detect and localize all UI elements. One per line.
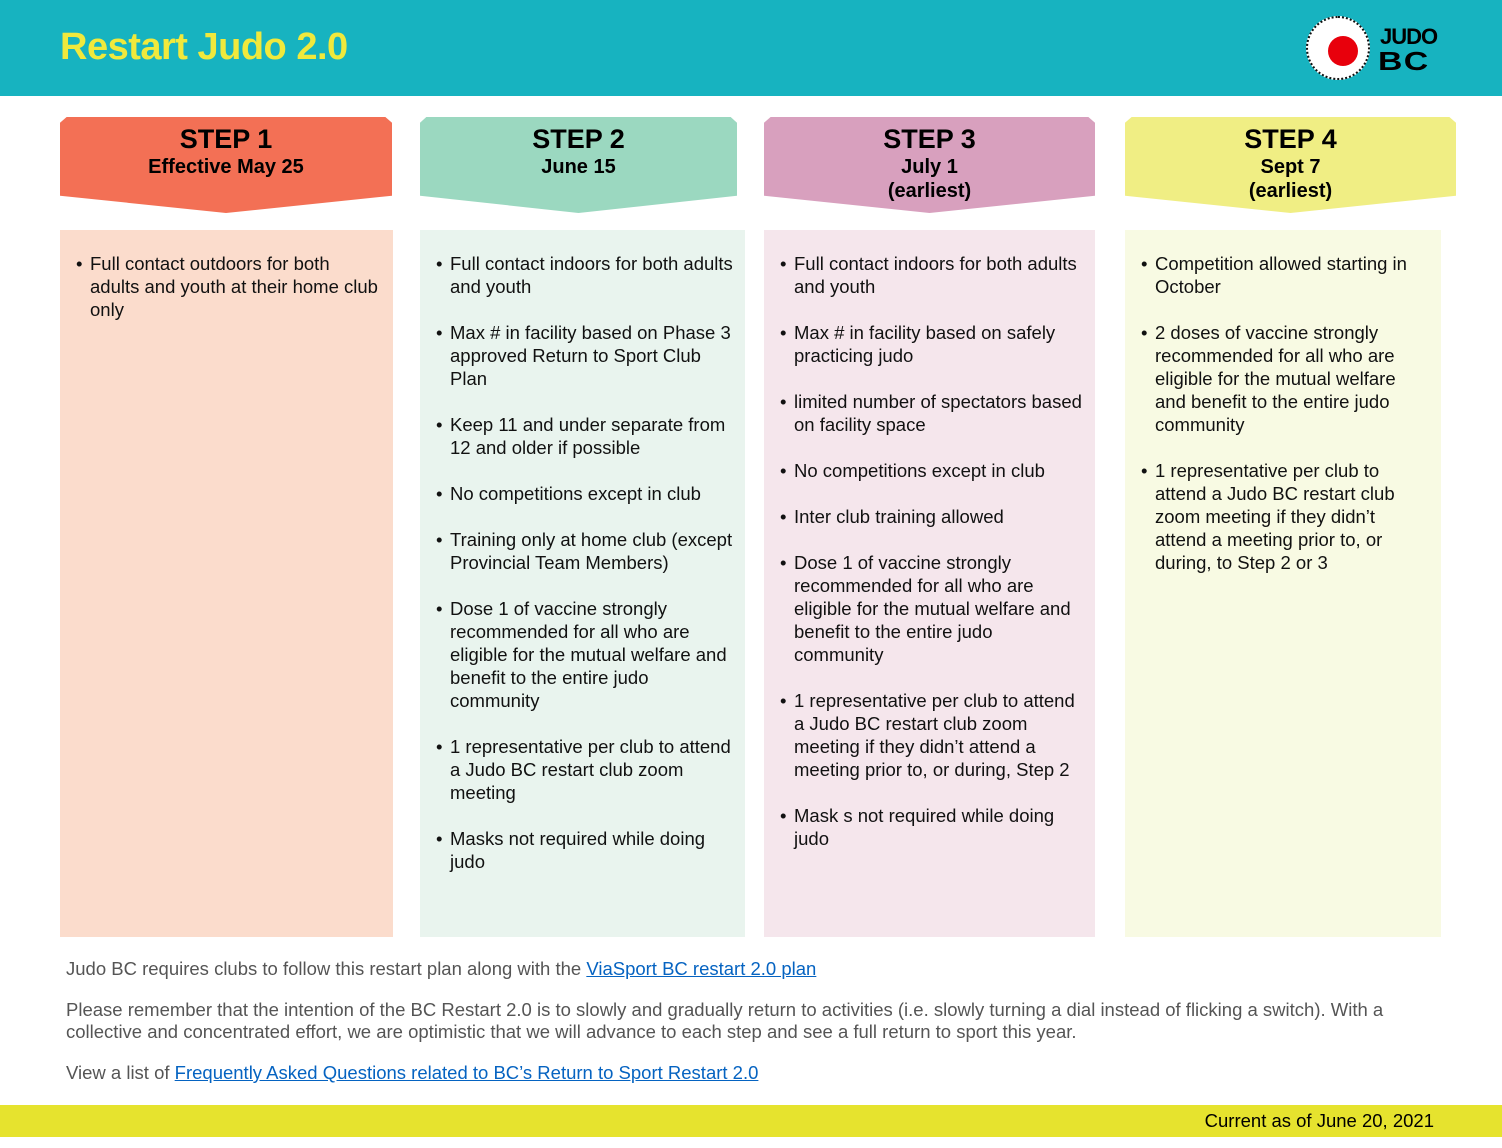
step-note: (earliest) (1248, 180, 1333, 202)
list-item: 2 doses of vaccine strongly recommended … (1141, 321, 1429, 436)
list-item: Max # in facility based on Phase 3 appro… (436, 321, 733, 390)
step-label: STEP 3 (883, 124, 976, 154)
step-date: July 1 (901, 156, 958, 178)
list-item: Training only at home club (except Provi… (436, 528, 733, 574)
step-date: June 15 (541, 156, 616, 178)
step-date: Effective May 25 (148, 156, 304, 178)
viasport-link[interactable]: ViaSport BC restart 2.0 plan (586, 958, 817, 979)
footer-line-3: View a list of Frequently Asked Question… (66, 1062, 759, 1083)
list-item: Full contact outdoors for both adults an… (76, 252, 381, 321)
faq-link[interactable]: Frequently Asked Questions related to BC… (174, 1062, 759, 1083)
step-label: STEP 2 (532, 124, 625, 154)
list-item: 1 representative per club to attend a Ju… (780, 689, 1083, 781)
footer-line-2: Please remember that the intention of th… (66, 999, 1384, 1042)
list-item: Max # in facility based on safely practi… (780, 321, 1083, 367)
step-label: STEP 4 (1244, 124, 1337, 154)
step-3-header: STEP 3 July 1(earliest) (764, 117, 1095, 213)
list-item: Full contact indoors for both adults and… (780, 252, 1083, 298)
step-date: Sept 7 (1260, 156, 1321, 178)
step-2-header: STEP 2 June 15 (420, 117, 737, 213)
step-4-header: STEP 4 Sept 7(earliest) (1125, 117, 1456, 213)
step-2-content: Full contact indoors for both adults and… (420, 230, 745, 937)
page-title: Restart Judo 2.0 (60, 26, 348, 68)
list-item: No competitions except in club (436, 482, 733, 505)
step-note: (earliest) (887, 180, 972, 202)
step-label: STEP 1 (179, 124, 273, 154)
list-item: Keep 11 and under separate from 12 and o… (436, 413, 733, 459)
bottom-bar: Current as of June 20, 2021 (0, 1105, 1502, 1137)
list-item: No competitions except in club (780, 459, 1083, 482)
logo-disc-icon (1306, 16, 1370, 80)
step-1-content: Full contact outdoors for both adults an… (60, 230, 393, 937)
title-bar: Restart Judo 2.0 JUDO BC (0, 0, 1502, 96)
step-3-content: Full contact indoors for both adults and… (764, 230, 1095, 937)
list-item: Dose 1 of vaccine strongly recommended f… (780, 551, 1083, 666)
list-item: Inter club training allowed (780, 505, 1083, 528)
footer-line-1: Judo BC requires clubs to follow this re… (66, 958, 817, 979)
list-item: Masks not required while doing judo (436, 827, 733, 873)
current-date: Current as of June 20, 2021 (1204, 1110, 1434, 1131)
list-item: 1 representative per club to attend a Ju… (1141, 459, 1429, 574)
list-item: 1 representative per club to attend a Ju… (436, 735, 733, 804)
step-4-content: Competition allowed starting in October 2… (1125, 230, 1441, 937)
list-item: Mask s not required while doing judo (780, 804, 1083, 850)
judo-bc-logo: JUDO BC (1302, 14, 1452, 84)
list-item: Full contact indoors for both adults and… (436, 252, 733, 298)
step-1-header: STEP 1 Effective May 25 (60, 117, 392, 213)
list-item: Competition allowed starting in October (1141, 252, 1429, 298)
list-item: Dose 1 of vaccine strongly recommended f… (436, 597, 733, 712)
list-item: limited number of spectators based on fa… (780, 390, 1083, 436)
